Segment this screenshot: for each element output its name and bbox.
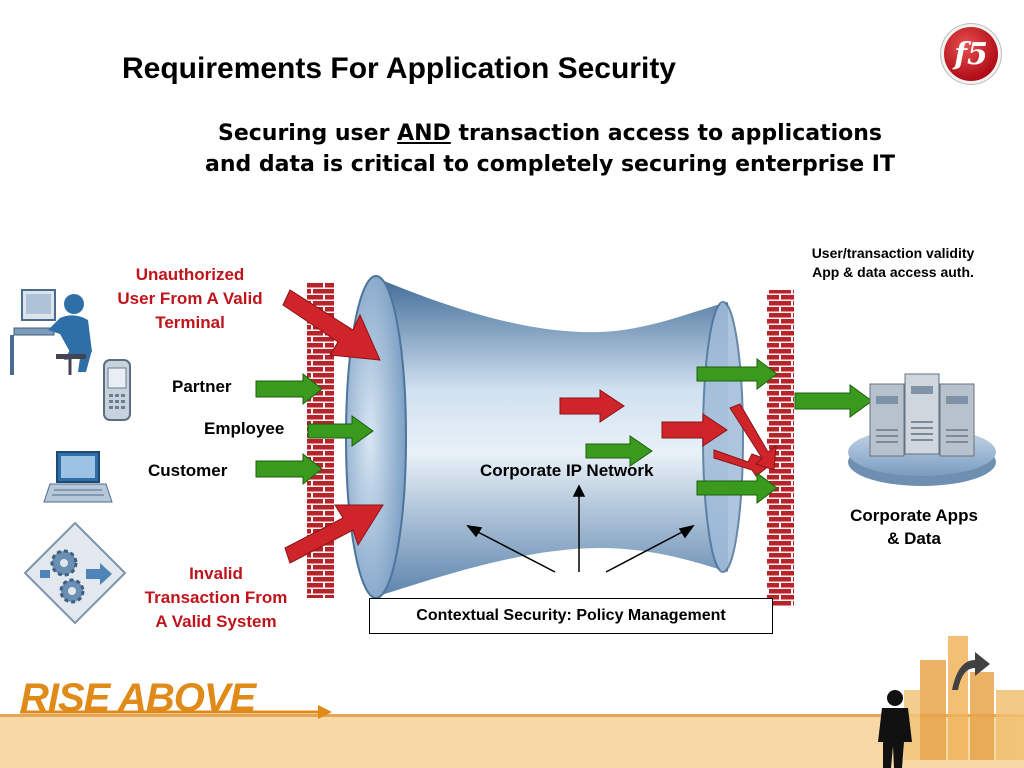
apps-line-2: & Data	[887, 529, 941, 548]
validity-line-2: App & data access auth.	[812, 264, 974, 280]
unauthorized-line-2: User From A Valid	[117, 289, 263, 308]
invalid-line-3: A Valid System	[155, 612, 277, 631]
rise-above-arrow	[20, 705, 332, 719]
right-firewall	[767, 290, 794, 606]
red-arrow-inner	[559, 389, 625, 423]
partner-label: Partner	[172, 377, 232, 396]
network-label: Corporate IP Network	[480, 461, 654, 480]
green-arrow-employee	[307, 415, 374, 447]
red-arrow-blocked	[729, 403, 777, 471]
green-arrow-customer	[255, 452, 323, 486]
city-skyline-icon	[904, 636, 1024, 760]
slide-title: Requirements For Application Security	[122, 52, 676, 85]
footer-rule	[0, 714, 1024, 717]
gears-process-icon	[23, 521, 127, 625]
rise-above-logo: RISE ABOVE	[20, 676, 256, 720]
subtitle-part1: Securing user	[217, 121, 398, 146]
green-arrow-out-2	[696, 472, 778, 504]
unauthorized-user-label: Unauthorized User From A Valid Terminal	[100, 263, 280, 335]
laptop-icon	[43, 451, 113, 503]
invalid-line-2: Transaction From	[144, 588, 288, 607]
green-arrows	[255, 358, 873, 504]
slide-subtitle: Securing user AND transaction access to …	[200, 118, 900, 180]
red-arrow-bounce	[713, 449, 776, 477]
footer-band	[0, 716, 1024, 768]
corporate-apps-label: Corporate Apps & Data	[836, 504, 992, 550]
green-arrow-out-1	[696, 358, 778, 390]
policy-management-box: Contextual Security: Policy Management	[369, 598, 773, 634]
green-arrow-to-apps	[794, 384, 873, 418]
businessman-icon	[878, 690, 912, 768]
subtitle-emphasis: AND	[397, 121, 451, 146]
validity-label: User/transaction validity App & data acc…	[784, 244, 1002, 282]
red-arrow-invalid	[284, 504, 384, 564]
customer-label: Customer	[148, 461, 228, 480]
apps-line-1: Corporate Apps	[850, 506, 978, 525]
employee-label: Employee	[204, 419, 285, 438]
red-arrow-unauthorized	[282, 289, 381, 361]
red-arrow-inner-2	[661, 413, 728, 447]
invalid-transaction-label: Invalid Transaction From A Valid System	[130, 562, 302, 634]
subtitle-part2: transaction access to applications and d…	[204, 121, 895, 177]
invalid-line-1: Invalid	[189, 564, 243, 583]
server-stack-icon	[848, 373, 996, 486]
mobile-phone-icon	[103, 359, 131, 421]
f5-logo: f5	[944, 27, 998, 81]
desktop-user-icon	[10, 289, 92, 375]
green-arrow-inner	[585, 435, 653, 467]
unauthorized-line-1: Unauthorized	[135, 265, 245, 284]
red-arrows	[282, 289, 777, 564]
policy-arrows	[466, 484, 695, 573]
green-arrow-partner	[255, 372, 323, 406]
unauthorized-line-3: Terminal	[155, 313, 225, 332]
validity-line-1: User/transaction validity	[811, 245, 975, 261]
